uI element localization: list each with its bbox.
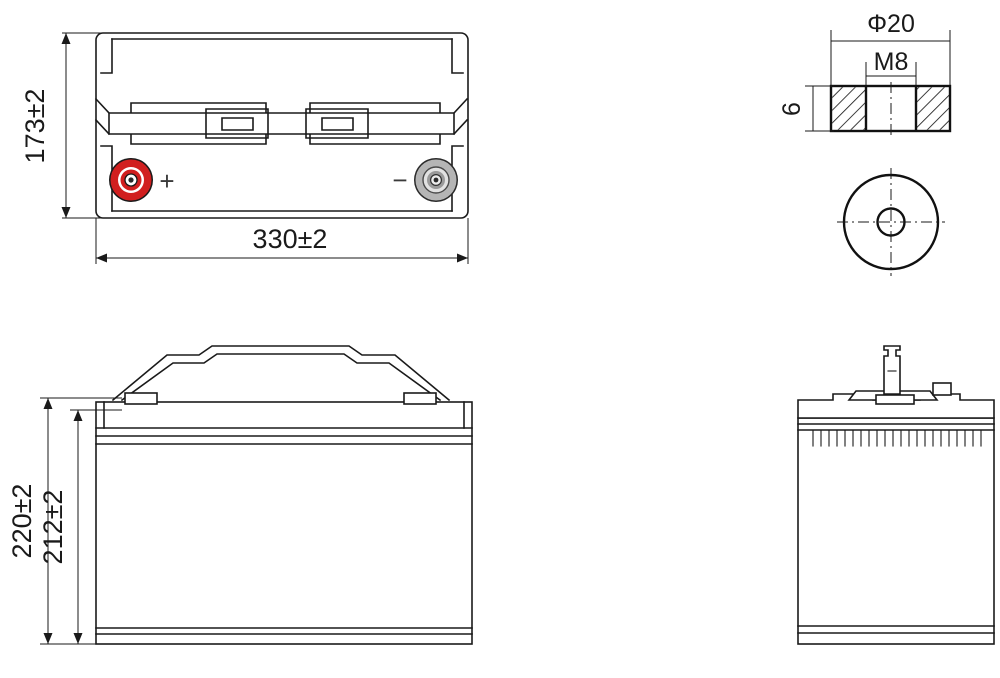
- dimension-width-330: 330±2: [95, 218, 469, 264]
- top-view: + − 173±2 330±2: [20, 32, 469, 264]
- dimension-depth-173: 173±2: [20, 32, 150, 219]
- positive-polarity-label: +: [159, 166, 174, 196]
- top-view-lid-right-notch: [451, 38, 464, 74]
- positive-terminal: [109, 158, 153, 202]
- front-view-handle-foot-left: [124, 392, 158, 405]
- dim-220-label: 220±2: [7, 484, 37, 559]
- negative-terminal-center-dot: [433, 177, 439, 183]
- side-view: [797, 345, 995, 645]
- front-view: 220±2 212±2: [7, 345, 473, 645]
- front-view-handle-foot-right: [403, 392, 437, 405]
- front-view-handle-outer: [111, 345, 451, 402]
- front-view-container-body: [95, 401, 473, 645]
- washer-section-hatch-left: [832, 87, 866, 130]
- top-view-handle-grip-inner-right: [321, 117, 354, 131]
- top-view-lid-left-notch: [100, 38, 113, 74]
- front-view-handle-inner: [120, 353, 442, 402]
- dim-6-label: 6: [778, 102, 806, 116]
- dim-phi20-label: Φ20: [867, 10, 915, 38]
- dimension-height-212: 212±2: [38, 409, 122, 645]
- side-view-container-body: [797, 417, 995, 645]
- dimension-thread-m8: M8: [865, 48, 917, 85]
- positive-terminal-center-dot: [128, 177, 134, 183]
- top-view-handle-bar: [108, 112, 455, 135]
- dim-330-label: 330±2: [253, 224, 328, 254]
- washer-section-hatch-right: [916, 87, 949, 130]
- terminal-detail-view: Φ20 M8 6: [778, 10, 952, 276]
- side-view-rib-comb: [812, 430, 982, 447]
- dim-173-label: 173±2: [20, 89, 50, 164]
- dim-212-label: 212±2: [38, 490, 68, 565]
- top-view-handle-grip-left: [205, 108, 269, 139]
- dimension-diameter-20: Φ20: [830, 10, 951, 85]
- side-view-plinth-cap: [875, 394, 915, 405]
- negative-terminal: [414, 158, 458, 202]
- top-view-handle-left-chamfer: [94, 97, 111, 136]
- side-view-terminal-post: [883, 345, 901, 395]
- top-view-handle-grip-right: [305, 108, 369, 139]
- top-view-handle-grip-inner-left: [221, 117, 254, 131]
- side-view-vent-tab: [932, 382, 952, 396]
- negative-polarity-label: −: [392, 165, 407, 195]
- dim-m8-label: M8: [874, 48, 909, 76]
- dimension-thickness-6: 6: [778, 85, 834, 132]
- top-view-handle-right-chamfer: [452, 97, 469, 136]
